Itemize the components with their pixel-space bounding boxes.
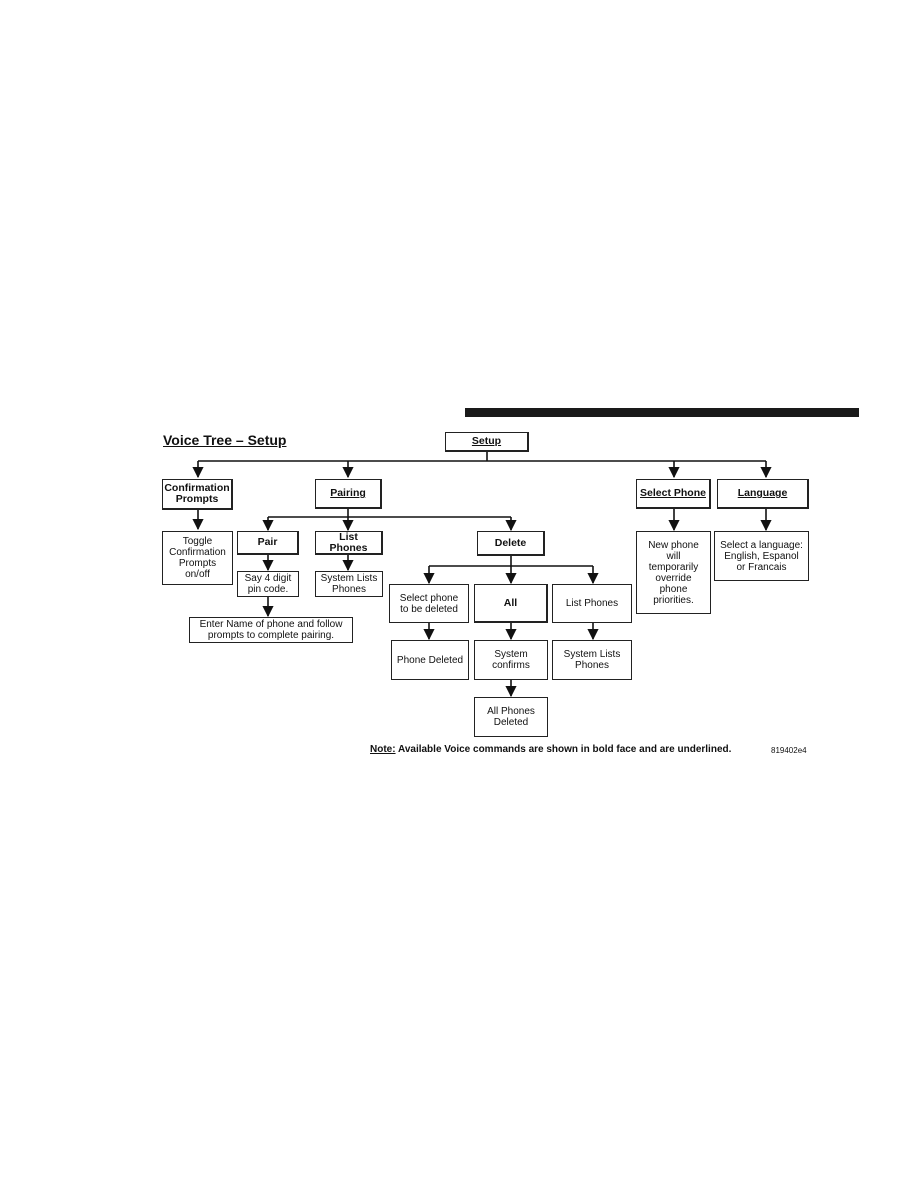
all-node: All	[474, 584, 548, 623]
legend-note: Note: Available Voice commands are shown…	[370, 744, 731, 755]
system-lists-phones-node: System Lists Phones	[315, 571, 383, 597]
select-phone-node: Select Phone	[636, 479, 711, 509]
system-lists-phones-delete-node: System Lists Phones	[552, 640, 632, 680]
new-phone-note-node: New phone will temporarily override phon…	[636, 531, 711, 614]
say-pin-node: Say 4 digit pin code.	[237, 571, 299, 597]
toggle-confirmation-node: Toggle Confirmation Prompts on/off	[162, 531, 233, 585]
header-rule	[465, 408, 859, 417]
list-phones-delete-node: List Phones	[552, 584, 632, 623]
system-confirms-node: System confirms	[474, 640, 548, 680]
pairing-node: Pairing	[315, 479, 382, 509]
all-phones-deleted-node: All Phones Deleted	[474, 697, 548, 737]
note-text: Available Voice commands are shown in bo…	[395, 744, 732, 755]
phone-deleted-node: Phone Deleted	[391, 640, 469, 680]
select-language-node: Select a language: English, Espanol or F…	[714, 531, 809, 581]
setup-node: Setup	[445, 432, 529, 452]
note-label: Note:	[370, 744, 396, 755]
language-node: Language	[717, 479, 809, 509]
diagram-title: Voice Tree – Setup	[163, 432, 287, 448]
pair-node: Pair	[237, 531, 299, 555]
figure-code: 819402e4	[771, 746, 807, 755]
delete-node: Delete	[477, 531, 545, 556]
enter-name-node: Enter Name of phone and follow prompts t…	[189, 617, 353, 643]
select-phone-to-delete-node: Select phone to be deleted	[389, 584, 469, 623]
confirmation-prompts-node: Confirmation Prompts	[162, 479, 233, 510]
list-phones-node: List Phones	[315, 531, 383, 555]
